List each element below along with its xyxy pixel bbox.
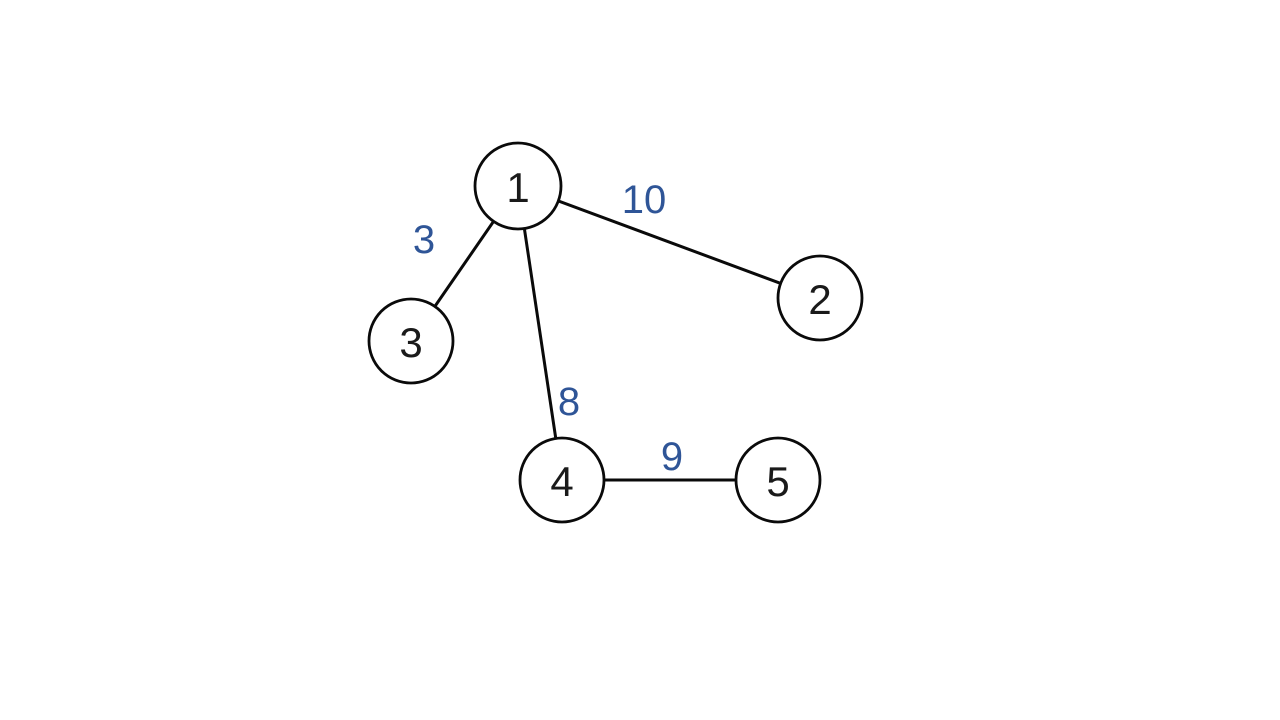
graph-node-5: 5 [734,436,822,524]
node-circle-1 [473,141,563,231]
edges-layer [409,184,822,482]
edge-weight-label-1-3: 3 [413,218,435,262]
edge-weight-label-1-2: 10 [622,178,667,222]
node-label-3: 3 [399,319,422,366]
edge-weight-label-1-4: 8 [558,380,580,424]
node-circle-4 [518,436,606,524]
graph-node-4: 4 [518,436,606,524]
node-label-2: 2 [808,276,831,323]
node-circle-2 [776,254,864,342]
node-circle-3 [367,297,455,385]
node-label-1: 1 [506,164,529,211]
edge-weight-label-4-5: 9 [661,435,683,479]
edge-1-2 [516,184,822,300]
node-label-4: 4 [550,458,573,505]
graph-node-1: 1 [473,141,563,231]
graph-node-2: 2 [776,254,864,342]
node-circle-5 [734,436,822,524]
edge-1-4 [516,184,564,482]
weights-layer: 3 10 8 9 [413,178,683,479]
graph-node-3: 3 [367,297,455,385]
nodes-layer: 1 2 3 4 5 [367,141,864,524]
node-label-5: 5 [766,458,789,505]
